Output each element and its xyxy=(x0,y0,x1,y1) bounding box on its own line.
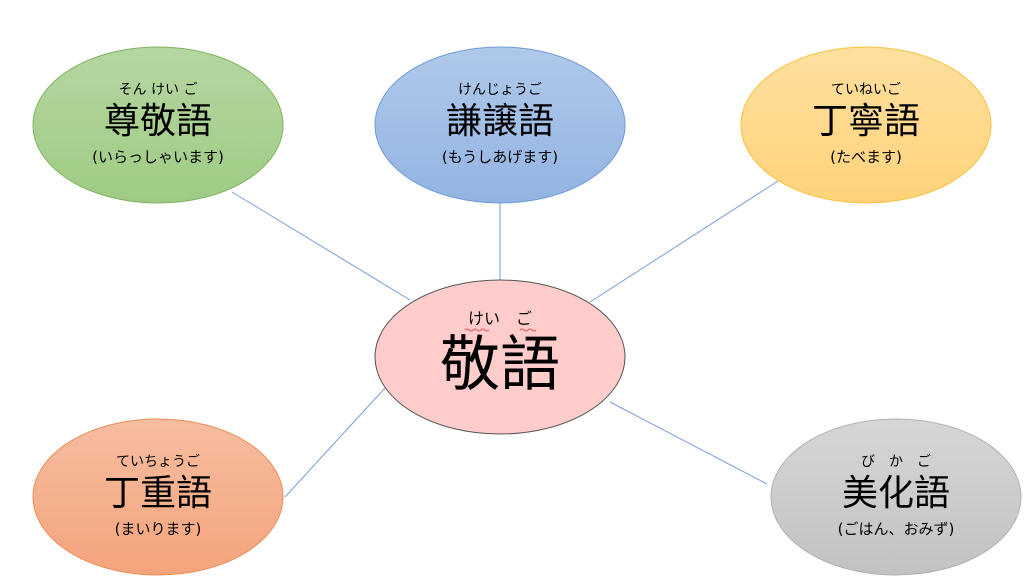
node-bikago: び か ご 美化語 (ごはん、おみず) xyxy=(770,418,1022,576)
node-sonkeigo: そん けい ご 尊敬語 (いらっしゃいます) xyxy=(32,46,284,204)
node-example: (もうしあげます) xyxy=(442,148,558,166)
connector-teichougo xyxy=(284,387,386,498)
node-example: (ごはん、おみず) xyxy=(838,520,955,538)
node-example: (いらっしゃいます) xyxy=(92,148,224,166)
node-reading: び か ご xyxy=(861,454,931,470)
node-shape xyxy=(374,46,626,204)
node-teineigo: ていねいご 丁寧語 (たべます) xyxy=(740,46,992,204)
node-shape xyxy=(32,418,284,576)
center-shape xyxy=(374,279,626,435)
node-term: 丁寧語 xyxy=(812,101,920,142)
node-reading: そん けい ご xyxy=(119,82,198,98)
connector-bikago xyxy=(609,401,768,485)
node-reading: ていねいご xyxy=(831,82,901,98)
node-example: (まいります) xyxy=(115,520,202,538)
node-term: 丁重語 xyxy=(104,473,212,514)
node-example: (たべます) xyxy=(830,148,902,166)
node-teichougo: ていちょうご 丁重語 (まいります) xyxy=(32,418,284,576)
node-reading: けんじょうご xyxy=(458,82,542,98)
spellcheck-underline xyxy=(464,328,537,332)
node-kenjougo: けんじょうご 謙譲語 (もうしあげます) xyxy=(374,46,626,204)
connector-teineigo xyxy=(589,180,779,303)
node-shape xyxy=(32,46,284,204)
node-shape xyxy=(770,418,1022,576)
node-term: 尊敬語 xyxy=(104,101,212,142)
connector-sonkeigo xyxy=(231,191,411,301)
node-keigo-center: けい ご 敬語 xyxy=(374,279,626,435)
node-term: 美化語 xyxy=(842,473,950,514)
center-term: 敬語 xyxy=(440,330,560,400)
center-reading: けい ご xyxy=(468,309,532,328)
node-reading: ていちょうご xyxy=(116,454,200,470)
node-shape xyxy=(740,46,992,204)
node-term: 謙譲語 xyxy=(446,101,554,142)
